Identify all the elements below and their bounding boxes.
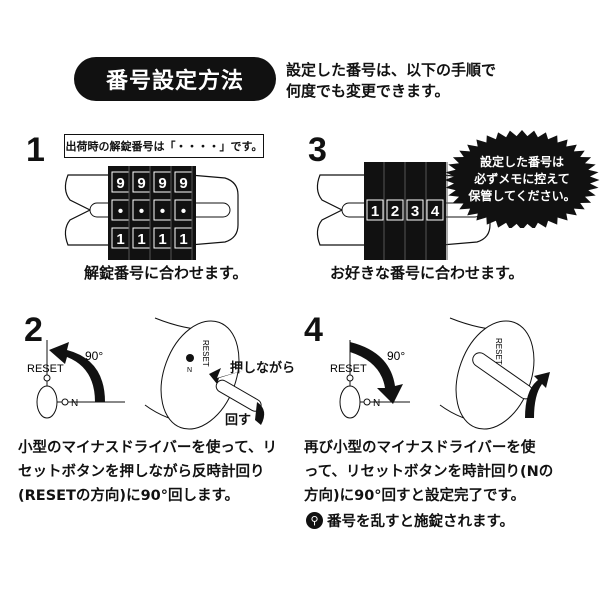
memo-line: 設定した番号は [480, 154, 564, 169]
lock-side-push-diagram: RESET N [144, 317, 265, 430]
dial-digit: • [160, 203, 165, 220]
dial-digit: 9 [158, 175, 166, 192]
step-2-text: 小型のマイナスドライバーを使って、リ セットボタンを押しながら反時計回り (RE… [18, 436, 293, 508]
step-3-number: 3 [308, 131, 327, 169]
step-1-caption: 解錠番号に合わせます。 [84, 264, 248, 282]
dial-digit: 1 [371, 203, 379, 220]
note-text: 番号を乱すと施錠されます。 [327, 514, 515, 530]
text-line: って、リセットボタンを時計回り(Nの [304, 464, 554, 480]
dial-digit: 9 [116, 175, 124, 192]
reset-label: RESET [27, 363, 64, 375]
dial-digit: 9 [137, 175, 145, 192]
n-label: N [187, 367, 192, 374]
text-line: セットボタンを押しながら反時計回り [18, 464, 265, 480]
dial-digit: 1 [116, 231, 124, 248]
intro-text: 設定した番号は、以下の手順で 何度でも変更できます。 [286, 60, 496, 102]
n-label: N [373, 398, 380, 409]
page-title: 番号設定方法 [74, 57, 276, 101]
reset-label: RESET [330, 363, 367, 375]
key-icon: ⚲ [306, 512, 323, 529]
reset-label: RESET [201, 340, 210, 367]
memo-line: 保管してください。 [467, 188, 575, 203]
dial-digit: 2 [391, 203, 399, 220]
text-line: 方向)に90°回すと設定完了です。 [304, 488, 526, 504]
step-4-text: 再び小型のマイナスドライバーを使 って、リセットボタンを時計回り(Nの 方向)に… [304, 436, 579, 508]
dial-digit: 1 [137, 231, 145, 248]
angle-label: 90° [387, 349, 405, 363]
dial-digit: 3 [411, 203, 419, 220]
dial-digit: 1 [179, 231, 187, 248]
text-line: 再び小型のマイナスドライバーを使 [304, 440, 536, 456]
text-line: (RESETの方向)に90°回します。 [18, 488, 240, 504]
intro-line: 何度でも変更できます。 [286, 82, 450, 100]
dial-window [426, 199, 444, 221]
dial-window [406, 199, 424, 221]
factory-code-note: 出荷時の解錠番号は「・・・・」です。 [64, 134, 264, 158]
step-4-number: 4 [304, 311, 323, 349]
dial-digit: 1 [158, 231, 166, 248]
dial-digit: 9 [179, 175, 187, 192]
dial-digit: • [139, 203, 144, 220]
dial-digit: • [118, 203, 123, 220]
step-2-number: 2 [24, 311, 43, 349]
lock-warning-note: ⚲ 番号を乱すと施錠されます。 [306, 510, 514, 531]
text-line: 小型のマイナスドライバーを使って、リ [18, 440, 277, 456]
n-label: N [71, 398, 78, 409]
lock-side-turn-diagram: RESET [439, 317, 550, 430]
dial-digit: • [181, 203, 186, 220]
turn-label: 回す [225, 413, 252, 428]
dial-window [386, 199, 404, 221]
lock-illustration-step1: 9 • 1 9 • 1 9 • 1 9 • 1 [64, 166, 239, 260]
reset-dial-ccw-diagram: 90° RESET N [27, 340, 125, 419]
dial-window [366, 199, 384, 221]
dial-digit: 4 [431, 203, 440, 220]
reset-label: RESET [494, 338, 503, 365]
reset-dial-cw-diagram: 90° RESET N [330, 340, 410, 419]
angle-label: 90° [85, 349, 103, 363]
push-label: 押しながら [230, 361, 296, 376]
intro-line: 設定した番号は、以下の手順で [286, 61, 497, 79]
step-3-caption: お好きな番号に合わせます。 [330, 264, 524, 282]
memo-starburst: 設定した番号は 必ずメモに控えて 保管してください。 [444, 130, 600, 228]
memo-line: 必ずメモに控えて [473, 171, 569, 186]
step-1-number: 1 [26, 131, 45, 169]
